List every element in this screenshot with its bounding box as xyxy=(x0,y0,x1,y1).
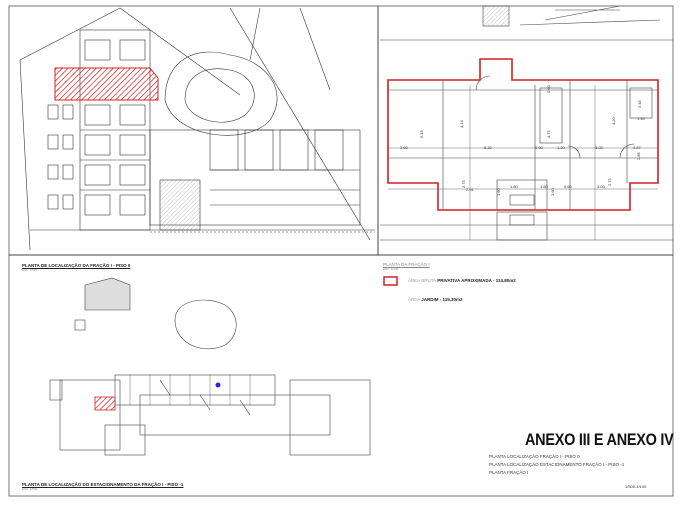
sheet-border xyxy=(8,5,674,497)
legend-garden-prefix: ÁREA xyxy=(408,297,422,302)
parking-plan-caption: PLANTA DE LOCALIZAÇÃO DO ESTACIONAMENTO … xyxy=(22,482,183,491)
unit-plan-title: PLANTA DA FRAÇÃO I xyxy=(383,262,430,267)
dim-label: 0.90 xyxy=(535,145,544,150)
site-plan-floor-0 xyxy=(19,7,375,251)
building-block-east xyxy=(149,129,361,231)
unit-plan-caption: PLANTA DA FRAÇÃO I ESC. 1/100 xyxy=(383,262,430,271)
dim-label: 4.75 xyxy=(546,129,551,138)
dim-label: 0.60 xyxy=(564,184,573,189)
legend-area-suffix: APROXIMADA - 114.80m2 xyxy=(460,278,516,283)
unit-plan-scale: ESC. 1/100 xyxy=(383,267,399,271)
roundabout xyxy=(164,51,278,136)
unit-outline xyxy=(387,58,659,211)
annex-title: ANEXO III E ANEXO IV xyxy=(525,430,674,449)
annex-item: PLANTA FRAÇÃO I xyxy=(489,470,529,475)
dim-label: 2.75 xyxy=(607,177,612,186)
annex-scales: 1/500-1/100 xyxy=(625,484,647,489)
dimension-labels: 2.60 5.15 4.14 5.32 0.90 1.20 3.03 3.57 … xyxy=(400,84,646,196)
roundabout-outline xyxy=(174,299,237,350)
annex-item: PLANTA LOCALIZAÇÃO FRAÇÃO I - PISO 0 xyxy=(489,454,580,459)
unit-floor-plan xyxy=(380,5,673,241)
legend-area-prefix: ÁREA BRUTA xyxy=(408,278,438,283)
dim-label: 2.45 xyxy=(637,99,642,108)
legend-outline-swatch xyxy=(383,276,398,286)
unit-location-highlight-floor-0 xyxy=(54,67,159,101)
dim-label: 3.57 xyxy=(633,145,642,150)
dim-label: 5.32 xyxy=(484,145,493,150)
dim-label: 1.20 xyxy=(557,145,566,150)
dim-label: 1.80 xyxy=(510,184,519,189)
dim-label: 1.60 xyxy=(496,187,501,196)
tower-building xyxy=(84,277,131,311)
dim-label: 3.03 xyxy=(597,184,606,189)
parking-plan-title: PLANTA DE LOCALIZAÇÃO DO ESTACIONAMENTO … xyxy=(22,482,184,487)
dim-label: 5.15 xyxy=(419,129,424,138)
dim-label: 1.80 xyxy=(540,184,549,189)
legend-garden-bold: JARDIM - 115.30m2 xyxy=(421,297,463,302)
legend-garden-area: ÁREA JARDIM - 115.30m2 xyxy=(408,297,463,302)
dim-label: 2.60 xyxy=(400,145,409,150)
site-plan-caption: PLANTA DE LOCALIZAÇÃO DA FRAÇÃO I - PISO… xyxy=(22,263,130,272)
site-plan-title: PLANTA DE LOCALIZAÇÃO DA FRAÇÃO I - PISO… xyxy=(22,263,131,268)
annex-item: PLANTA LOCALIZAÇÃO ESTACIONAMENTO FRAÇÃO… xyxy=(489,462,625,467)
dim-label: 2.85 xyxy=(636,151,641,160)
parking-space-highlight xyxy=(94,396,116,411)
small-blocks-west xyxy=(47,104,74,210)
parking-plan-scale: ESC. 1/500 xyxy=(22,487,38,491)
parking-plan-floor-minus-1 xyxy=(49,277,371,456)
legend-gross-area: ÁREA BRUTA PRIVATIVA APROXIMADA - 114.80… xyxy=(408,278,516,283)
dim-label: 3.03 xyxy=(595,145,604,150)
building-block-west xyxy=(79,29,151,231)
dim-label: 4.20 xyxy=(611,116,616,125)
dim-label: 2.91 xyxy=(466,187,475,192)
legend-area-bold: PRIVATIVA xyxy=(437,278,461,283)
parking-marker xyxy=(215,382,221,388)
dim-label: 1.60 xyxy=(550,187,555,196)
dim-label: 4.14 xyxy=(459,119,464,128)
dim-label: 2.75 xyxy=(461,179,466,188)
dim-label: 0.60 xyxy=(546,84,551,93)
site-plan-scale: ESC. 1/500 xyxy=(22,268,38,272)
dim-label: 1.40 xyxy=(637,116,646,121)
annex-drawing-list: PLANTA LOCALIZAÇÃO FRAÇÃO I - PISO 0 PLA… xyxy=(489,453,624,477)
